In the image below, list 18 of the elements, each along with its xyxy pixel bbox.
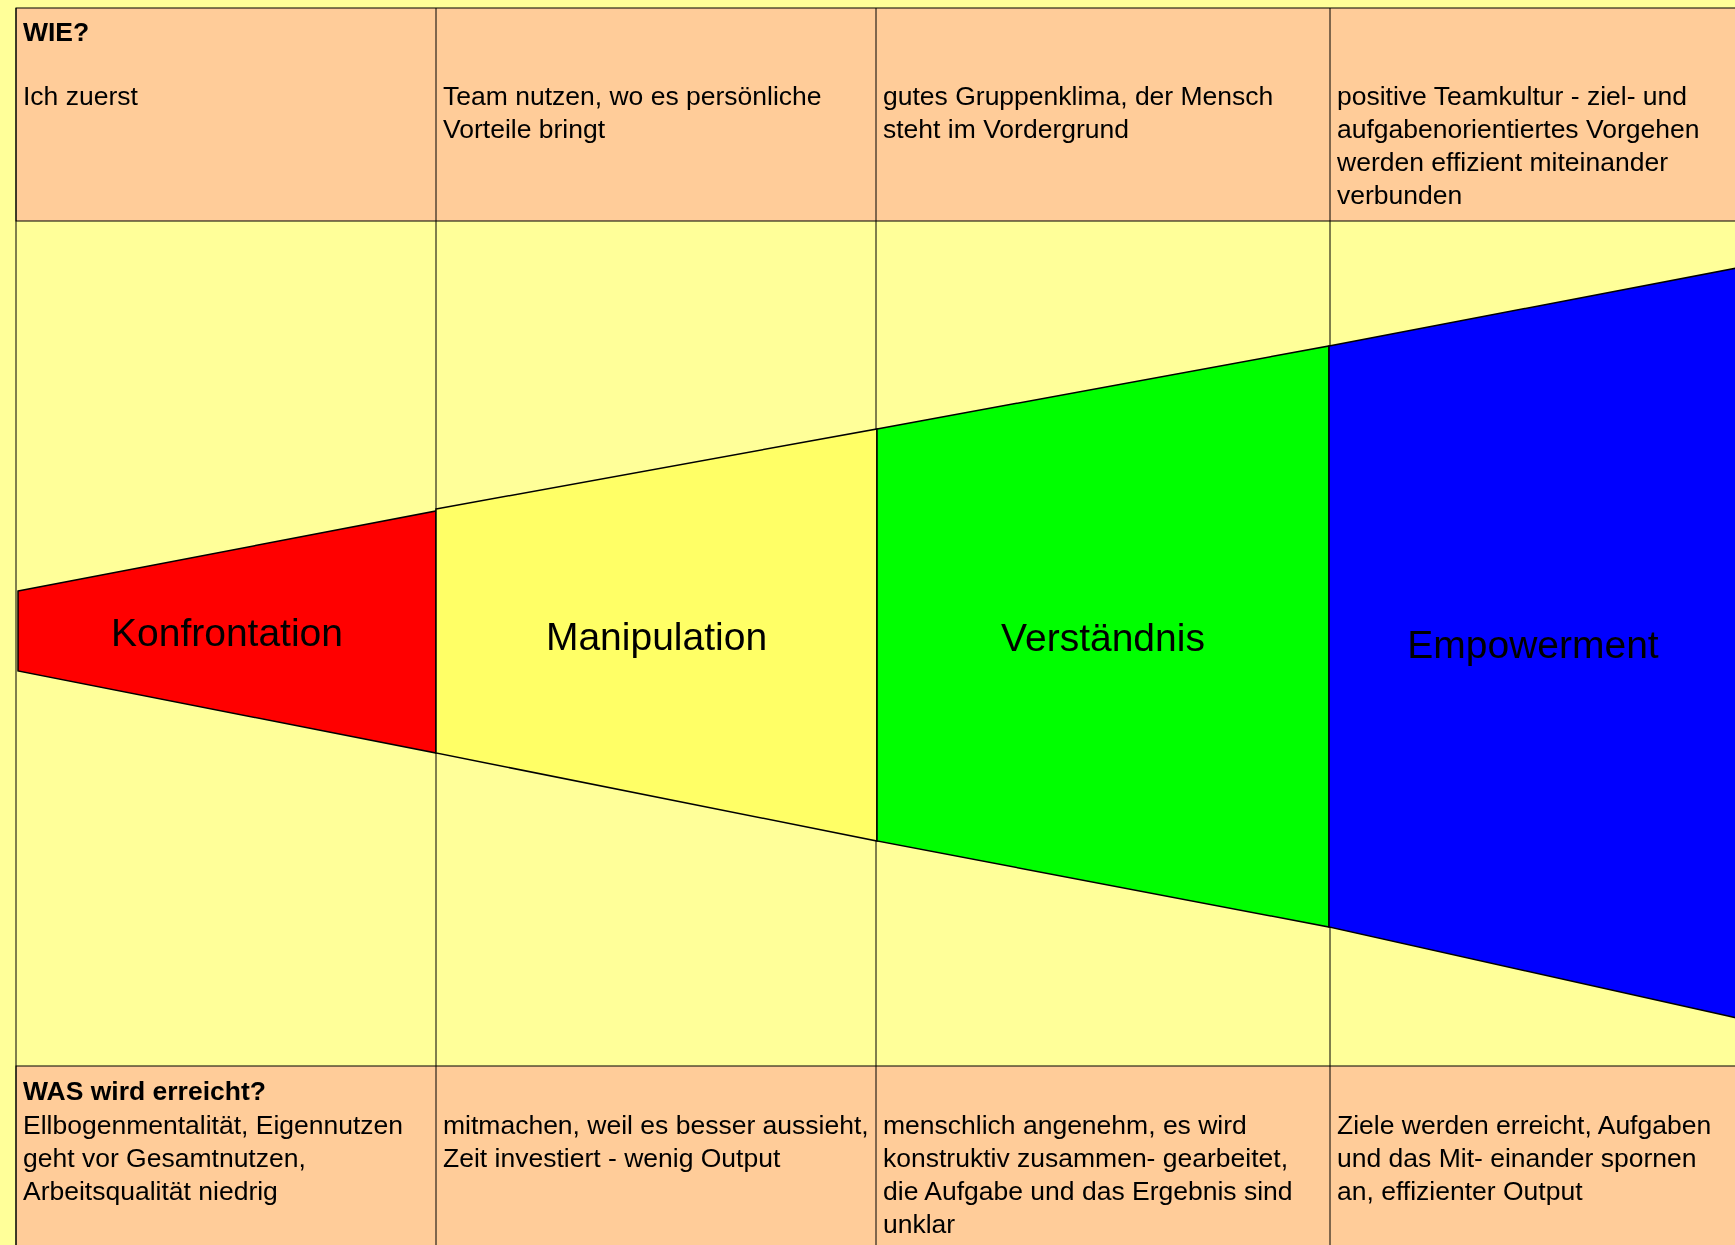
stage-label: Konfrontation	[110, 611, 344, 655]
cell-text: menschlich angenehm, es wird konstruktiv zusammen- gearbeitet, die Aufgabe und das Ergebnis sind unklar	[883, 1109, 1294, 1241]
stage-label: Empowerment	[1406, 623, 1660, 667]
stage-trapezoid	[18, 511, 436, 753]
stage-trapezoid	[1329, 268, 1735, 1018]
column-heading: WIE?	[23, 16, 91, 49]
cell-text: Ziele werden erreicht, Aufgaben und das Mit- einander spornen an, effizienter Output	[1337, 1109, 1713, 1208]
cell-text: Ich zuerst	[23, 80, 139, 113]
column-heading: WAS wird erreicht?	[23, 1075, 267, 1108]
cell-text: positive Teamkultur - ziel- und aufgabenorientiertes Vorgehen werden effizient miteinander verbunden	[1337, 80, 1701, 212]
stage-label: Manipulation	[544, 615, 769, 659]
cell-text: Ellbogenmentalität, Eigennutzen geht vor Gesamtnutzen, Arbeitsqualität niedrig	[23, 1109, 405, 1208]
stage-trapezoid	[877, 346, 1329, 927]
stage-trapezoid	[436, 429, 877, 841]
cell-text: Team nutzen, wo es persönliche Vorteile bringt	[443, 80, 823, 146]
cell-text: gutes Gruppenklima, der Mensch steht im Vordergrund	[883, 80, 1275, 146]
cell-text: mitmachen, weil es besser aussieht, Zeit investiert - wenig Output	[443, 1109, 870, 1175]
stage-label: Verständnis	[1000, 616, 1206, 660]
